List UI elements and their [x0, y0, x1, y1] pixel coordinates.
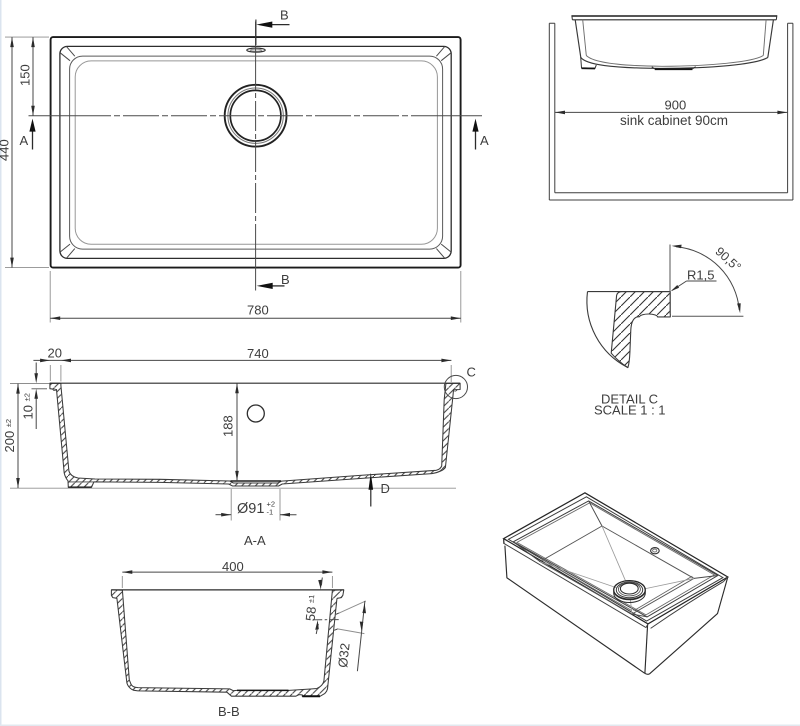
- svg-text:400: 400: [222, 559, 244, 574]
- svg-text:A-A: A-A: [244, 533, 266, 548]
- svg-text:90,5°: 90,5°: [712, 244, 743, 274]
- svg-text:188: 188: [221, 415, 236, 437]
- svg-text:Ø32: Ø32: [335, 642, 352, 668]
- svg-text:780: 780: [247, 303, 269, 318]
- svg-text:150: 150: [18, 64, 33, 86]
- svg-text:58 ±1: 58 ±1: [303, 594, 321, 622]
- svg-text:10 ±2: 10 ±2: [21, 393, 36, 419]
- svg-text:sink cabinet 90cm: sink cabinet 90cm: [620, 113, 728, 128]
- svg-text:440: 440: [0, 139, 12, 161]
- svg-text:200 ±2: 200 ±2: [2, 419, 17, 453]
- svg-text:A: A: [20, 133, 29, 148]
- svg-text:20: 20: [48, 345, 62, 360]
- svg-text:900: 900: [665, 97, 687, 112]
- svg-text:SCALE 1 : 1: SCALE 1 : 1: [594, 403, 666, 418]
- svg-text:R1,5: R1,5: [687, 268, 714, 283]
- svg-text:-1: -1: [267, 508, 274, 517]
- svg-text:DETAIL C: DETAIL C: [601, 392, 658, 407]
- svg-text:740: 740: [247, 346, 269, 361]
- svg-text:D: D: [381, 481, 390, 496]
- svg-text:C: C: [467, 365, 476, 380]
- svg-text:Ø91: Ø91: [237, 501, 264, 517]
- svg-text:B-B: B-B: [218, 704, 240, 719]
- svg-text:B: B: [280, 8, 289, 23]
- svg-text:B: B: [281, 272, 290, 287]
- svg-text:A: A: [480, 133, 489, 148]
- svg-text:+2: +2: [267, 500, 276, 509]
